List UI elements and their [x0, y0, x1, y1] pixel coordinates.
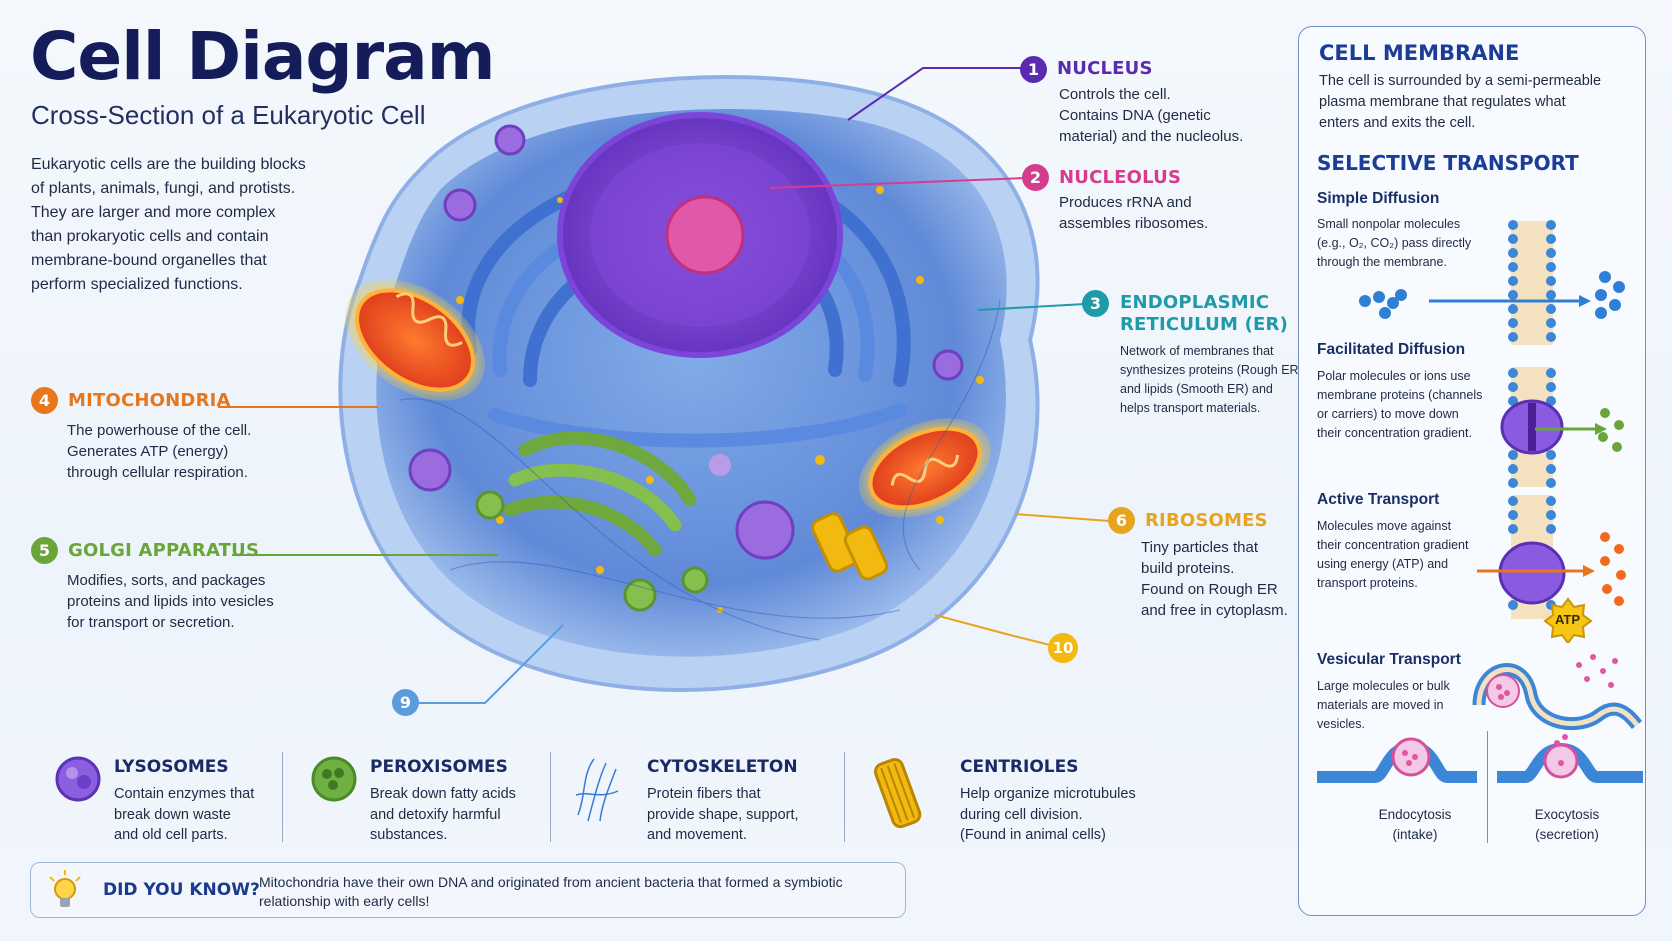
intro-text: Eukaryotic cells are the building blocks… [31, 156, 306, 293]
label-title-nucleolus: NUCLEOLUS [1059, 167, 1182, 188]
label-number-nucleolus: 2 [1022, 164, 1049, 191]
transport-divider [1487, 731, 1488, 843]
label-number-mitochondria: 4 [31, 387, 58, 414]
vesicular-transport-title: Vesicular Transport [1317, 651, 1461, 668]
atp-badge [1543, 597, 1593, 643]
vesicular-transport-illustration [1472, 654, 1643, 731]
simple-diffusion-desc: Small nonpolar molecules(e.g., O₂, CO₂) … [1317, 217, 1472, 269]
label-number-ribosomes: 6 [1108, 507, 1135, 534]
endocytosis-illustration [1317, 737, 1477, 783]
label-desc-mitochondria: The powerhouse of the cell.Generates ATP… [67, 422, 252, 481]
simple-diffusion-illustration [1359, 220, 1625, 345]
pump-protein [1498, 541, 1566, 605]
legend-title-centrioles: CENTRIOLES [960, 757, 1079, 777]
lysosome-icon [55, 756, 101, 802]
did-you-know-text: Mitochondria have their own DNA and orig… [259, 874, 843, 909]
exocytosis-illustration [1497, 734, 1643, 783]
panel-title-membrane: CELL MEMBRANE [1319, 41, 1520, 65]
legend-divider [844, 752, 845, 842]
lipid-bilayer [1508, 220, 1556, 345]
exocytosis-caption: Exocytosis(secretion) [1534, 807, 1600, 842]
label-number-10: 10 [1048, 633, 1078, 663]
facilitated-diffusion-illustration [1500, 367, 1624, 488]
lightbulb-icon [49, 870, 81, 907]
label-title-golgi: GOLGI APPARATUS [68, 540, 260, 561]
legend-divider [550, 752, 551, 842]
cell-membrane-panel: CELL MEMBRANE The cell is surrounded by … [1298, 26, 1646, 916]
did-you-know-title: DID YOU KNOW? [103, 880, 260, 900]
peroxisome-icon [311, 756, 357, 802]
centrioles [811, 512, 889, 581]
cytoskeleton-icon [575, 758, 619, 822]
simple-diffusion-title: Simple Diffusion [1317, 190, 1440, 207]
mitochondrion-left [355, 288, 475, 392]
page-title: Cell Diagram [30, 18, 495, 95]
legend-divider [282, 752, 283, 842]
golgi-apparatus [503, 431, 697, 557]
cytoplasm [376, 108, 1007, 657]
atp-badge-label: ATP [1555, 612, 1581, 627]
legend-title-cytoskeleton: CYTOSKELETON [647, 757, 798, 777]
endocytosis-caption: Endocytosis(intake) [1378, 807, 1452, 842]
panel-desc-membrane: The cell is surrounded by a semi-permeab… [1319, 73, 1602, 131]
label-title-mitochondria: MITOCHONDRIA [68, 390, 231, 411]
nucleolus [665, 195, 745, 275]
cell-illustration [338, 75, 1040, 692]
centriole-icon [873, 758, 922, 829]
label-number-golgi: 5 [31, 537, 58, 564]
page-subtitle: Cross-Section of a Eukaryotic Cell [31, 100, 426, 130]
label-number-er: 3 [1082, 290, 1109, 317]
label-number-9: 9 [392, 689, 419, 716]
label-title-ribosomes: RIBOSOMES [1145, 510, 1268, 531]
label-number-nucleus: 1 [1020, 56, 1047, 83]
legend-title-lysosomes: LYSOSOMES [114, 757, 229, 777]
leader-lines [218, 67, 1111, 704]
active-transport-illustration [1477, 495, 1626, 619]
active-transport-title: Active Transport [1317, 491, 1440, 508]
legend-title-peroxisomes: PEROXISOMES [370, 757, 508, 777]
panel-title-transport: SELECTIVE TRANSPORT [1317, 151, 1579, 175]
label-title-nucleus: NUCLEUS [1057, 58, 1153, 79]
facilitated-diffusion-title: Facilitated Diffusion [1317, 341, 1466, 358]
did-you-know-box: DID YOU KNOW? Mitochondria have their ow… [30, 862, 906, 918]
